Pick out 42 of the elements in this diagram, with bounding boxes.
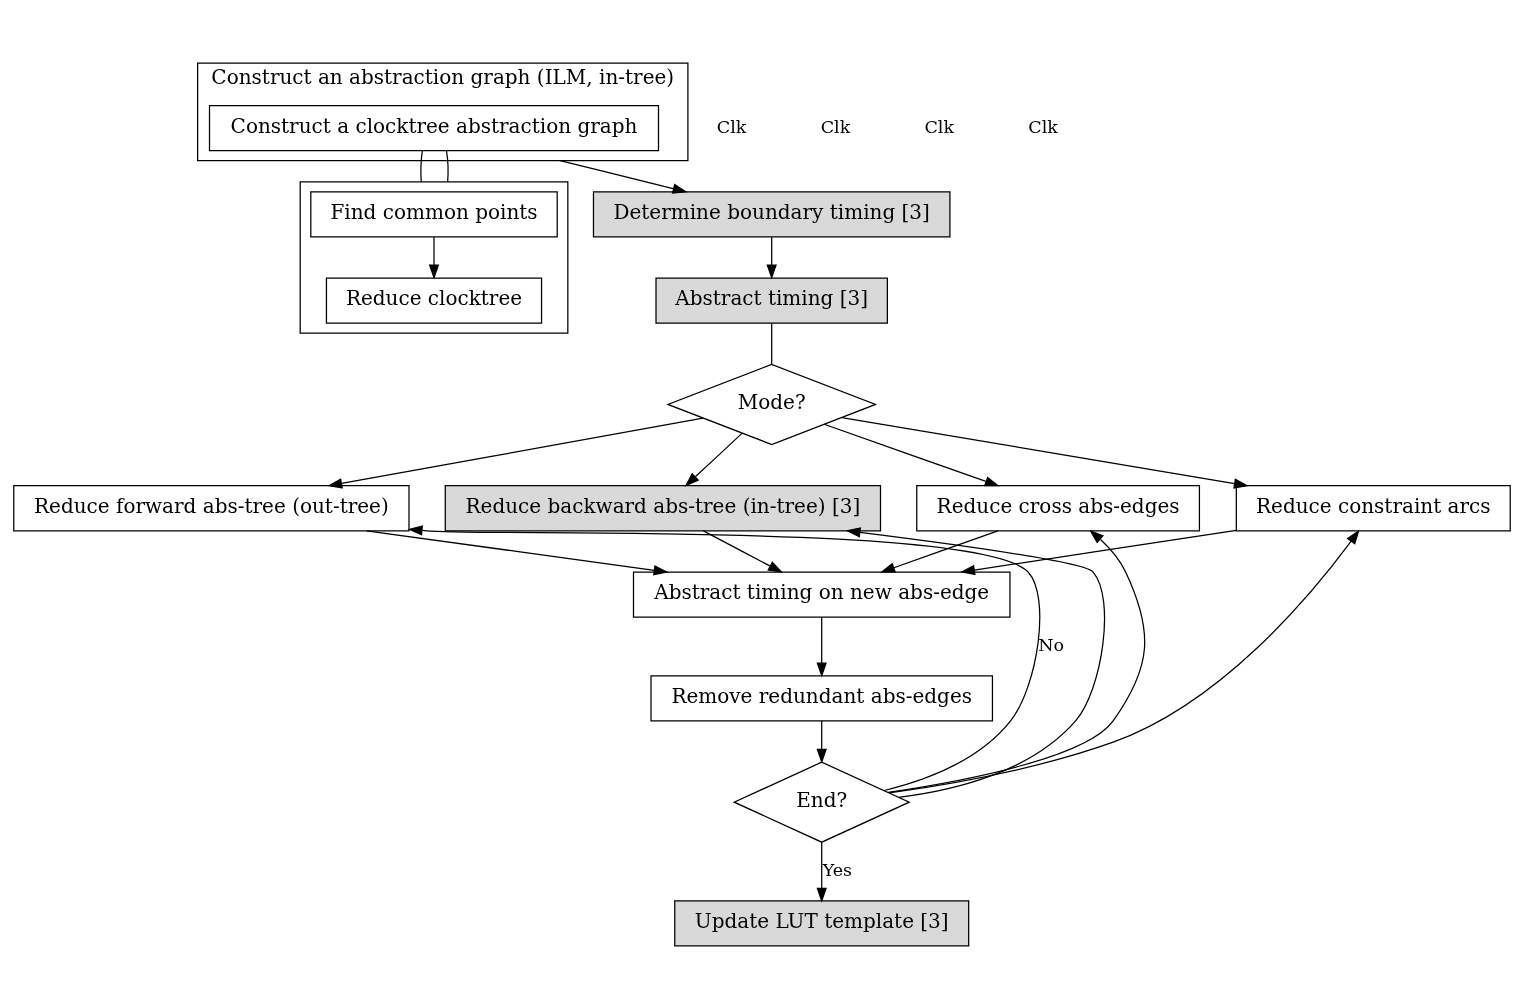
arrow (702, 530, 783, 573)
node-box: Update LUT template [3] (674, 900, 970, 947)
edge-label: No (1038, 635, 1065, 656)
connector (420, 150, 423, 183)
arrow (841, 416, 1249, 489)
arrow (823, 423, 1000, 487)
node-box: Reduce backward abs-tree (in-tree) [3] (444, 485, 882, 532)
arrow (887, 529, 1146, 793)
arrow (888, 529, 1360, 794)
node-box: Abstract timing on new abs-edge (632, 571, 1011, 618)
connector (771, 322, 773, 365)
node-diamond: End? (732, 761, 911, 843)
label: Clk (820, 116, 851, 137)
node-box: Reduce cross abs-edges (916, 485, 1201, 532)
node-box: Abstract timing [3] (655, 277, 888, 324)
arrow (816, 720, 827, 764)
arrow (816, 841, 827, 903)
edge-label: Yes (822, 860, 853, 881)
label: Clk (924, 116, 955, 137)
node-box: Reduce forward abs-tree (out-tree) (13, 485, 410, 532)
node-box: Remove redundant abs-edges (650, 675, 994, 722)
arrow (559, 159, 688, 194)
arrow (816, 616, 827, 678)
node-box: Find common points (310, 191, 558, 238)
node-box: Determine boundary timing [3] (592, 191, 951, 238)
arrow (960, 529, 1237, 576)
node-box: Reduce constraint arcs (1235, 485, 1511, 532)
arrow (845, 527, 1106, 798)
label: Clk (716, 116, 747, 137)
arrow (766, 236, 777, 280)
arrow (407, 525, 1041, 792)
label: Clk (1028, 116, 1058, 137)
node-box: Construct a clocktree abstraction graph (208, 104, 660, 152)
arrow (684, 432, 743, 487)
arrow (880, 530, 999, 573)
arrow (365, 530, 669, 576)
node-diamond: Mode? (666, 363, 878, 446)
arrow (428, 236, 440, 280)
node-box: Reduce clocktree (325, 277, 543, 324)
cluster (299, 181, 569, 334)
connector (445, 150, 449, 183)
arrow (327, 417, 704, 489)
